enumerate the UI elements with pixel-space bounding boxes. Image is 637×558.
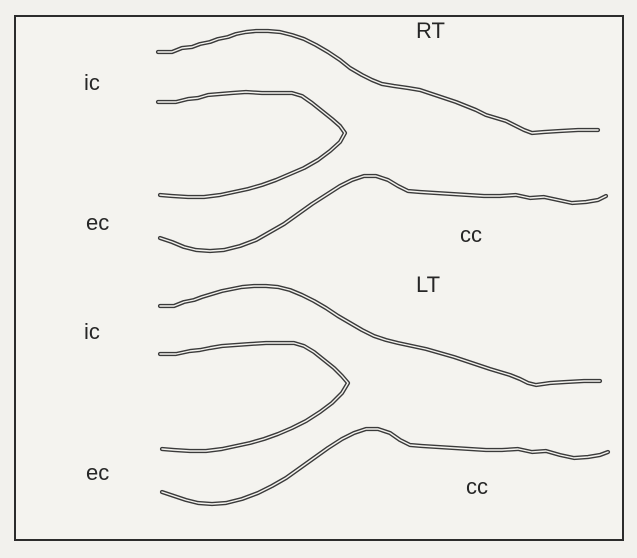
rt-vessel-tree xyxy=(158,31,606,251)
lt-ic-label: ic xyxy=(84,321,100,343)
rt-ec-label: ec xyxy=(86,212,109,234)
lt-ec-bottom-wall xyxy=(162,429,608,504)
rt-ic-label: ic xyxy=(84,72,100,94)
rt-cc-label: cc xyxy=(460,224,482,246)
lt-ic-top-wall xyxy=(160,286,600,385)
lt-vessel-tree xyxy=(160,286,608,504)
lt-side-label: LT xyxy=(416,274,440,296)
lt-cc-label: cc xyxy=(466,476,488,498)
lt-ec-label: ec xyxy=(86,462,109,484)
lt-bifurcation-wall xyxy=(160,343,348,451)
rt-side-label: RT xyxy=(416,20,445,42)
rt-ec-bottom-wall xyxy=(160,176,606,251)
